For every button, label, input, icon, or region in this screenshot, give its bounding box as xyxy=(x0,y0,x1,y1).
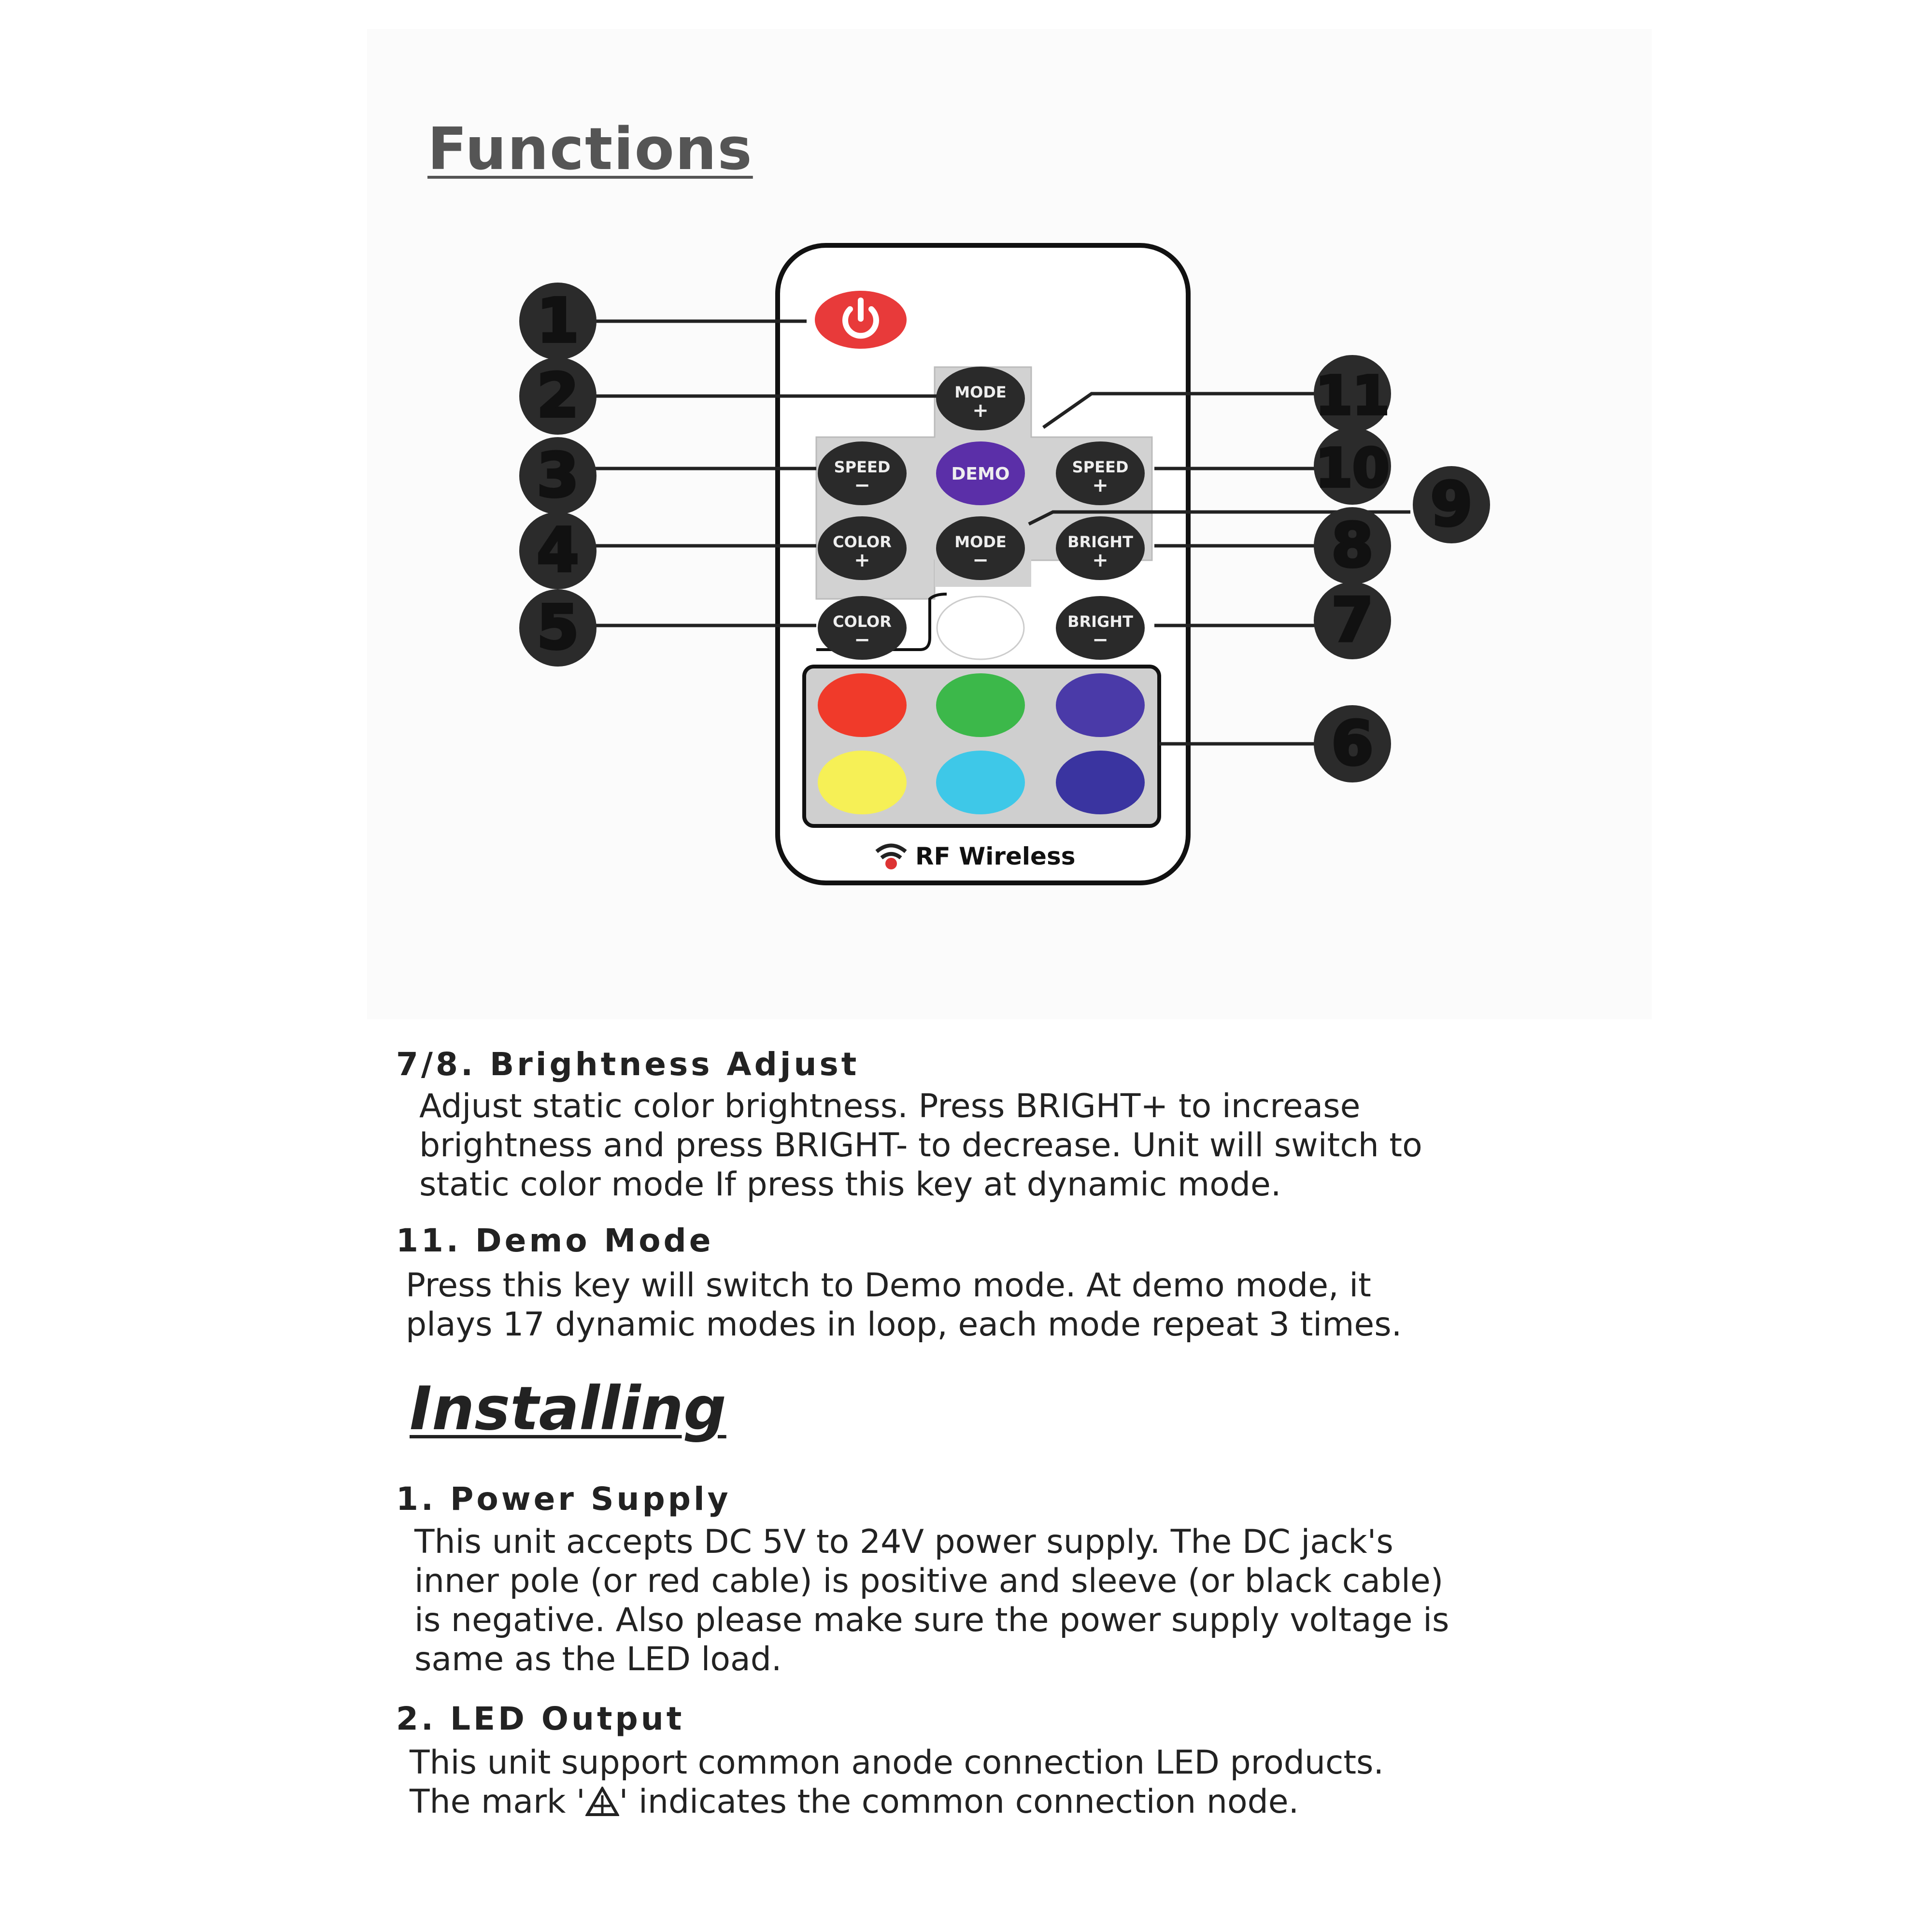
color-key-5[interactable] xyxy=(936,751,1025,814)
demo-text: Press this key will switch to Demo mode.… xyxy=(406,1266,1604,1344)
callout-number: 3 xyxy=(537,440,579,511)
bright-minus-button[interactable]: BRIGHT− xyxy=(1056,596,1145,660)
button-sign: − xyxy=(854,629,870,651)
brightness-title: 7/8. Brightness Adjust xyxy=(396,1046,860,1083)
led-text: This unit support common anode connectio… xyxy=(410,1743,1604,1821)
button-sign: + xyxy=(1092,474,1108,497)
text-line: plays 17 dynamic modes in loop, each mod… xyxy=(406,1306,1402,1344)
callout-number: 5 xyxy=(537,593,579,663)
callout-number: 6 xyxy=(1332,709,1374,779)
mode-minus-button[interactable]: MODE− xyxy=(936,516,1025,580)
text-line: This unit support common anode connectio… xyxy=(410,1744,1384,1782)
power-text: This unit accepts DC 5V to 24V power sup… xyxy=(414,1522,1604,1679)
callout-number: 11 xyxy=(1315,365,1389,426)
button-sign: − xyxy=(972,549,989,571)
rf-wireless-label: RF Wireless xyxy=(915,842,1076,870)
brightness-text: Adjust static color brightness. Press BR… xyxy=(419,1087,1604,1204)
button-label: DEMO xyxy=(952,464,1010,484)
callout-3: 3 xyxy=(519,437,597,514)
callout-number: 4 xyxy=(537,515,579,585)
button-sign: + xyxy=(854,549,870,571)
color-key-2[interactable] xyxy=(936,673,1025,737)
button-sign: − xyxy=(854,474,870,497)
text-line: Adjust static color brightness. Press BR… xyxy=(419,1087,1361,1125)
callout-10: 10 xyxy=(1314,427,1391,505)
button-label: COLOR xyxy=(833,612,892,631)
led-section: 2. LED Output This unit support common a… xyxy=(396,1700,1604,1821)
callout-11: 11 xyxy=(1314,355,1391,432)
color-key-3[interactable] xyxy=(1056,673,1145,737)
text-fragment: ' indicates the common connection node. xyxy=(619,1783,1299,1821)
power-title: 1. Power Supply xyxy=(396,1480,731,1518)
led-title: 2. LED Output xyxy=(396,1700,685,1737)
button-label: COLOR xyxy=(833,533,892,551)
text-fragment: The mark ' xyxy=(410,1783,585,1821)
mode-plus-button[interactable]: MODE+ xyxy=(936,367,1025,430)
text-line: inner pole (or red cable) is positive an… xyxy=(414,1562,1444,1600)
callout-5: 5 xyxy=(519,589,597,667)
button-label: BRIGHT xyxy=(1067,612,1133,631)
callout-8: 8 xyxy=(1314,507,1391,584)
callout-9: 9 xyxy=(1413,466,1490,543)
installing-heading: Installing xyxy=(410,1374,726,1444)
power-section: 1. Power Supply This unit accepts DC 5V … xyxy=(396,1480,1604,1679)
color-key-4[interactable] xyxy=(818,751,907,814)
callout-number: 8 xyxy=(1332,511,1374,581)
wireless-icon xyxy=(875,843,907,869)
text-line: is negative. Also please make sure the p… xyxy=(414,1601,1449,1639)
callout-4: 4 xyxy=(519,512,597,589)
text-line: The mark ' ' indicates the common connect… xyxy=(410,1782,1604,1821)
power-icon xyxy=(842,298,879,339)
callout-number: 9 xyxy=(1431,469,1473,540)
callout-6: 6 xyxy=(1314,705,1391,782)
button-label: SPEED xyxy=(834,458,891,476)
functions-heading: Functions xyxy=(427,116,753,183)
common-node-mark-icon xyxy=(585,1787,619,1816)
callout-number: 2 xyxy=(537,361,579,431)
callout-number: 10 xyxy=(1315,437,1389,499)
remote-diagram: MODE+SPEED−SPEED+COLOR+MODE−BRIGHT+COLOR… xyxy=(519,243,1490,885)
speed-minus-button[interactable]: SPEED− xyxy=(818,441,907,505)
button-sign: − xyxy=(1092,629,1108,651)
text-line: same as the LED load. xyxy=(414,1640,782,1678)
text-line: brightness and press BRIGHT- to decrease… xyxy=(419,1126,1422,1165)
demo-title: 11. Demo Mode xyxy=(396,1222,714,1259)
speed-plus-button[interactable]: SPEED+ xyxy=(1056,441,1145,505)
button-label: BRIGHT xyxy=(1067,533,1133,551)
text-line: Press this key will switch to Demo mode.… xyxy=(406,1266,1371,1305)
color-key-1[interactable] xyxy=(818,673,907,737)
white-key xyxy=(936,596,1025,660)
bright-plus-button[interactable]: BRIGHT+ xyxy=(1056,516,1145,580)
callout-lines xyxy=(589,319,1410,746)
text-line: static color mode If press this key at d… xyxy=(419,1165,1281,1204)
button-sign: + xyxy=(972,399,989,422)
callout-number: 7 xyxy=(1332,585,1374,655)
button-label: MODE xyxy=(954,383,1006,401)
text-line: This unit accepts DC 5V to 24V power sup… xyxy=(414,1523,1393,1561)
brightness-section: 7/8. Brightness Adjust Adjust static col… xyxy=(396,1046,1604,1204)
color-minus-button[interactable]: COLOR− xyxy=(818,596,907,660)
callout-number: 1 xyxy=(537,286,579,356)
callout-2: 2 xyxy=(519,357,597,435)
button-sign: + xyxy=(1092,549,1108,571)
callout-1: 1 xyxy=(519,283,597,360)
color-key-6[interactable] xyxy=(1056,751,1145,814)
button-label: SPEED xyxy=(1072,458,1129,476)
demo-section: 11. Demo Mode Press this key will switch… xyxy=(396,1222,1604,1344)
callout-7: 7 xyxy=(1314,582,1391,659)
color-plus-button[interactable]: COLOR+ xyxy=(818,516,907,580)
button-label: MODE xyxy=(954,533,1006,551)
demo-button[interactable]: DEMO xyxy=(936,441,1025,505)
